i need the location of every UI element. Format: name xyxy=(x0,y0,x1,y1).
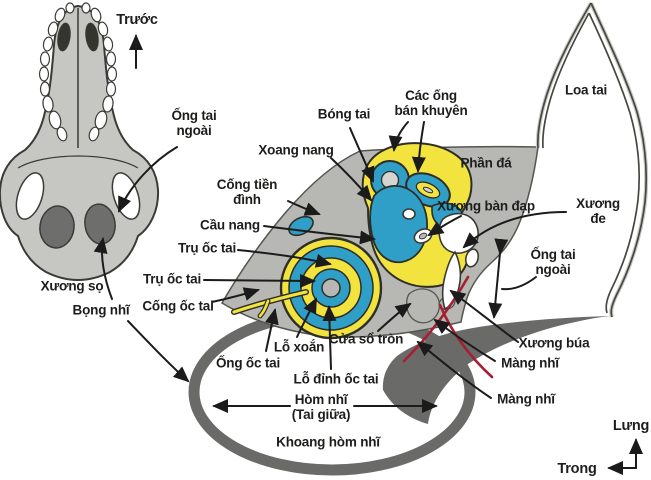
arrow-cong-oc-tai xyxy=(211,287,260,303)
label-lo-xoan: Lỗ xoắn xyxy=(273,339,325,355)
arrow-ong-oc-tai xyxy=(265,308,279,352)
tympanic-wall-wedge xyxy=(382,316,612,424)
arrow-mang-nhi-1 xyxy=(433,318,496,362)
arrow-bong-tai xyxy=(349,127,375,183)
arrow-canal-span xyxy=(488,238,509,319)
label-phan-da: Phần đá xyxy=(460,155,512,171)
cochlea-spiral xyxy=(279,236,383,340)
skull-teeth xyxy=(38,2,118,142)
label-truoc: Trước xyxy=(116,12,158,29)
label-xuong-so: Xương sọ xyxy=(40,278,104,294)
arrow-bong-nhi-to-skull xyxy=(93,237,113,300)
label-xuong-de: Xương đe xyxy=(576,196,620,226)
label-ong-tai-ngoai-left: Ống tai ngoài xyxy=(171,108,217,138)
arrow-lo-dinh-oc-tai xyxy=(322,305,337,370)
arrow-lo-xoan xyxy=(296,297,317,338)
label-tru-oc-tai-1: Trụ ốc tai xyxy=(177,240,237,256)
label-lo-dinh-oc-tai: Lỗ đỉnh ốc tai xyxy=(293,371,379,387)
arrow-cong-tien-dinh xyxy=(287,200,321,216)
label-xuong-ban-dap: Xương bàn đạp xyxy=(437,198,535,214)
label-hom-nhi: Hòm nhĩ (Tai giữa) xyxy=(291,392,351,422)
arrow-xoang-nang xyxy=(330,157,373,202)
arrow-xuong-ban-dap xyxy=(427,215,462,237)
label-trong: Trong xyxy=(557,461,597,478)
label-cau-nang: Cầu nang xyxy=(200,217,260,233)
label-lung: Lưng xyxy=(612,418,650,435)
label-ong-tai-ngoai-right: Ống tai ngoài xyxy=(530,247,576,277)
incus-bone xyxy=(438,212,479,254)
label-mang-nhi-2: Màng nhĩ xyxy=(497,391,555,407)
arrow-cua-so-tron xyxy=(377,302,412,332)
arrow-ban-khuyen-2 xyxy=(411,121,426,173)
arrow-cau-nang xyxy=(263,225,376,245)
petrous-notch xyxy=(258,166,321,221)
leader-ong-tai-ngoai-right xyxy=(501,276,537,291)
label-cua-so-tron: Cửa sổ tròn xyxy=(328,331,404,347)
label-khoang-hom-nhi: Khoang hòm nhĩ xyxy=(276,434,380,450)
label-cong-tien-dinh: Cống tiền đình xyxy=(216,177,278,207)
arrow-xuong-bua xyxy=(449,289,519,343)
skull-illustration xyxy=(0,2,160,282)
arrow-bong-nhi-to-bulla xyxy=(127,320,190,383)
label-mang-nhi-1: Màng nhĩ xyxy=(501,355,559,371)
label-cac-ong-ban-khuyen: Các ống bán khuyên xyxy=(394,88,468,118)
label-tru-oc-tai-2: Trụ ốc tai xyxy=(142,271,202,287)
cochlear-aqueduct xyxy=(231,289,309,319)
label-bong-nhi: Bọng nhĩ xyxy=(72,302,130,318)
label-bong-tai: Bóng tai xyxy=(317,106,371,122)
label-loa-tai: Loa tai xyxy=(564,82,608,98)
membranous-labyrinth xyxy=(288,142,473,288)
label-ong-oc-tai: Ống ốc tai xyxy=(215,355,281,371)
arrow-xuong-de xyxy=(462,211,567,249)
arrow-tru-oc-tai-1 xyxy=(237,249,332,268)
arrow-tru-oc-tai-2 xyxy=(203,273,316,288)
arrow-mang-nhi-2 xyxy=(416,340,492,399)
arrow-ban-khuyen-1 xyxy=(388,121,409,152)
arrow-ong-tai-ngoai-left xyxy=(118,146,178,213)
vestibule xyxy=(369,185,428,264)
pinna-outline xyxy=(535,1,649,318)
label-xoang-nang: Xoang nang xyxy=(258,142,334,158)
label-xuong-bua: Xương búa xyxy=(518,335,590,351)
label-cong-oc-tai: Cống ốc tai xyxy=(142,298,214,314)
leader-arrows xyxy=(93,34,643,475)
